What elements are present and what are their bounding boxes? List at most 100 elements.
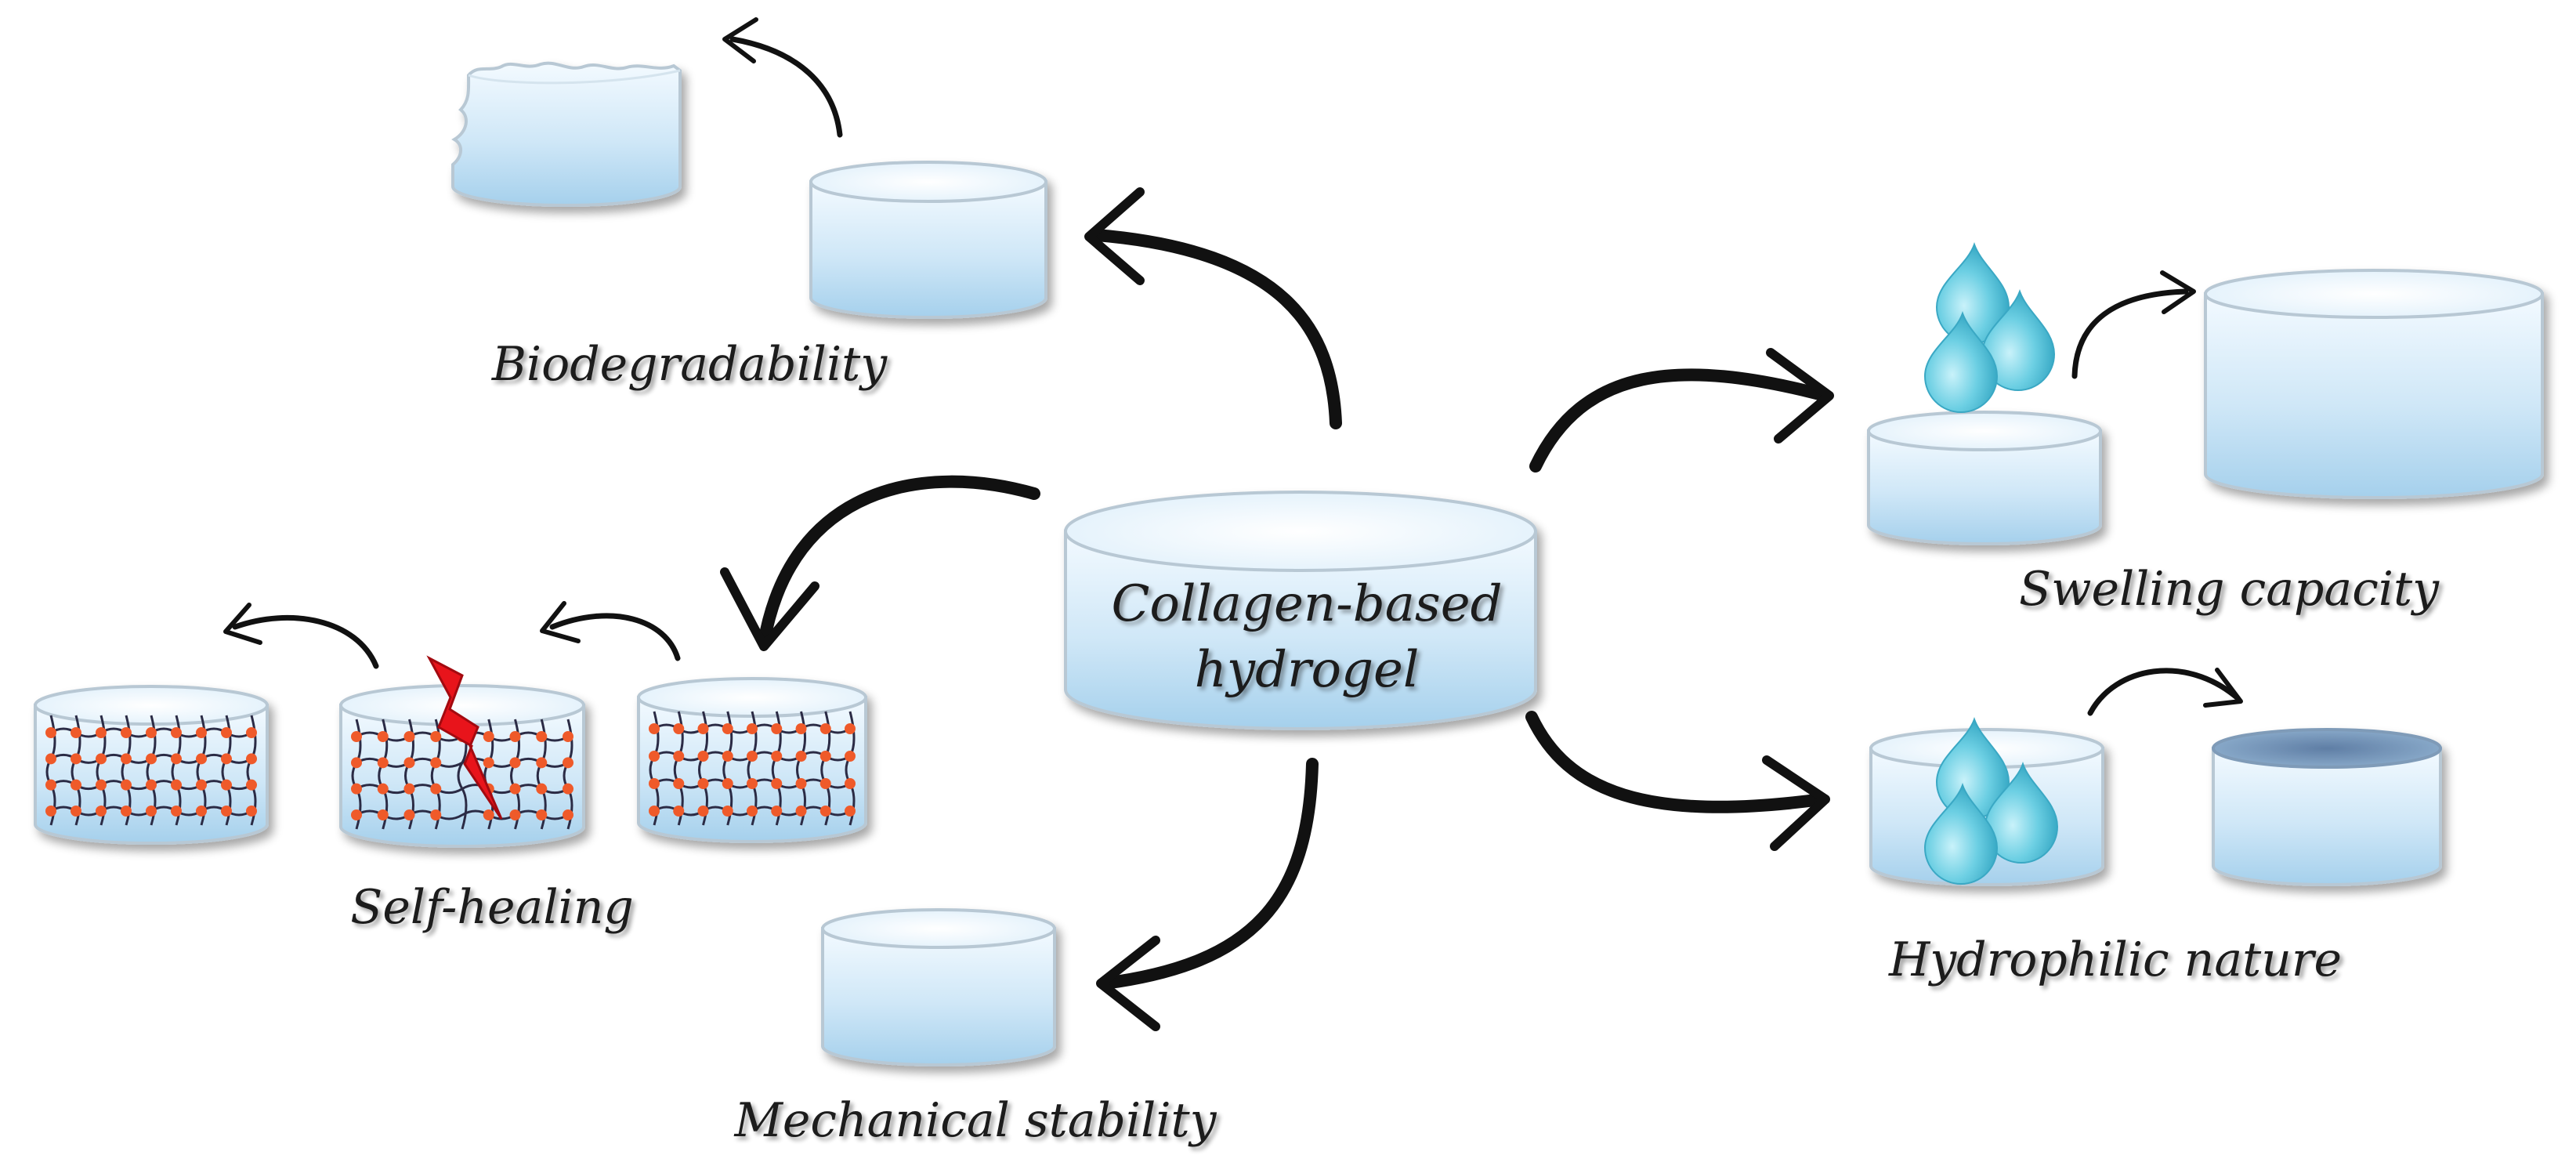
crosslink-point	[747, 778, 758, 789]
polymer-chain	[563, 719, 573, 830]
crosslink-point	[819, 806, 831, 817]
polymer-chain	[771, 711, 782, 826]
crosslink-point	[649, 751, 660, 762]
crosslink-point	[649, 806, 660, 817]
polymer-chain	[121, 715, 132, 826]
hydrophilic-cylinder-after	[2212, 728, 2442, 886]
polymer-chain	[351, 719, 362, 830]
crosslink-point	[483, 757, 494, 769]
crosslink-point	[697, 723, 709, 734]
center-label-line1: Collagen-based	[1111, 575, 1502, 633]
swelling-large-cylinder	[2204, 269, 2544, 499]
crosslink-point	[563, 731, 573, 742]
crosslink-point	[221, 779, 232, 791]
crosslink-point	[845, 751, 856, 762]
arrow-self-healing-step-1	[540, 601, 681, 661]
crosslink-point	[96, 779, 107, 791]
crosslink-point	[196, 806, 207, 817]
crosslink-point	[403, 809, 415, 820]
crosslink-point	[747, 806, 758, 817]
crosslink-point	[96, 806, 107, 817]
crosslink-point	[747, 723, 758, 734]
crosslink-point	[722, 723, 733, 734]
crosslink-point	[819, 751, 831, 762]
polymer-chain	[536, 719, 547, 830]
crosslink-point	[246, 753, 257, 765]
crosslink-point	[196, 779, 207, 791]
polymer-chain	[649, 711, 660, 826]
hydrophilic-droplets	[1923, 717, 2059, 885]
crosslink-point	[722, 806, 733, 817]
polymer-chain	[378, 719, 389, 830]
crosslink-point	[351, 757, 362, 769]
droplet-icon	[1984, 762, 2059, 864]
crosslink-point	[673, 751, 685, 762]
polymer-chain	[45, 715, 56, 826]
crosslink-point	[673, 723, 685, 734]
polymer-chain	[698, 711, 708, 826]
polymer-chain	[820, 711, 831, 826]
crosslink-point	[430, 809, 442, 820]
crosslink-point	[722, 751, 733, 762]
crosslink-point	[377, 783, 389, 795]
crosslink-point	[146, 806, 157, 817]
polymer-chain	[845, 711, 856, 826]
crosslink-point	[221, 727, 232, 738]
crosslink-point	[196, 753, 207, 765]
water-surface	[2212, 728, 2442, 769]
crosslink-point	[795, 723, 807, 734]
crosslink-point	[509, 809, 521, 820]
crosslink-point	[771, 778, 783, 789]
arrow-biodegradation-step	[722, 17, 843, 138]
crosslink-point	[351, 731, 362, 742]
label-hydrophilic-nature: Hydrophilic nature	[1888, 932, 2342, 987]
crosslink-point	[71, 753, 81, 765]
crosslink-point	[71, 779, 81, 791]
crosslink-point	[171, 806, 182, 817]
polymer-chain	[196, 715, 207, 826]
crosslink-point	[351, 783, 362, 795]
label-self-healing: Self-healing	[350, 880, 634, 935]
crosslink-point	[536, 809, 548, 820]
arrow-to-biodegradability	[1084, 187, 1342, 429]
crosslink-point	[509, 757, 521, 769]
crosslink-point	[483, 731, 494, 742]
polymer-chain	[246, 715, 257, 826]
polymer-network-healed	[45, 715, 257, 826]
polymer-chain	[356, 809, 569, 820]
droplet-icon	[1923, 311, 1999, 413]
droplet-icon	[1981, 289, 2056, 391]
crosslink-point	[430, 757, 442, 769]
crosslink-point	[563, 757, 573, 769]
crosslink-point	[673, 806, 685, 817]
polymer-chain	[747, 711, 758, 826]
polymer-chain	[404, 719, 414, 830]
arrow-hydrophilic-step	[2087, 668, 2243, 716]
arrow-to-swelling-capacity	[1529, 348, 1834, 473]
crosslink-point	[771, 723, 783, 734]
center-label-line2: hydrogel	[1195, 641, 1420, 699]
crosslink-point	[697, 751, 709, 762]
crosslink-point	[45, 753, 56, 765]
crosslink-point	[771, 806, 783, 817]
label-biodegradability: Biodegradability	[491, 337, 888, 392]
crosslink-point	[246, 779, 257, 791]
label-swelling-capacity: Swelling capacity	[2019, 562, 2440, 617]
crosslink-point	[563, 809, 573, 820]
swelling-small-cylinder	[1867, 411, 2102, 545]
crosslink-point	[722, 778, 733, 789]
crosslink-point	[121, 753, 132, 765]
crosslink-point	[121, 727, 132, 738]
polymer-chain	[146, 715, 157, 826]
crosslink-point	[71, 806, 81, 817]
crosslink-point	[509, 783, 521, 795]
crosslink-point	[146, 753, 157, 765]
crosslink-point	[509, 731, 521, 742]
polymer-network-intact	[649, 711, 856, 826]
crosslink-point	[536, 731, 548, 742]
crosslink-point	[351, 809, 362, 820]
crosslink-point	[246, 727, 257, 738]
crosslink-point	[536, 783, 548, 795]
arrow-self-healing-step-2	[223, 603, 379, 669]
